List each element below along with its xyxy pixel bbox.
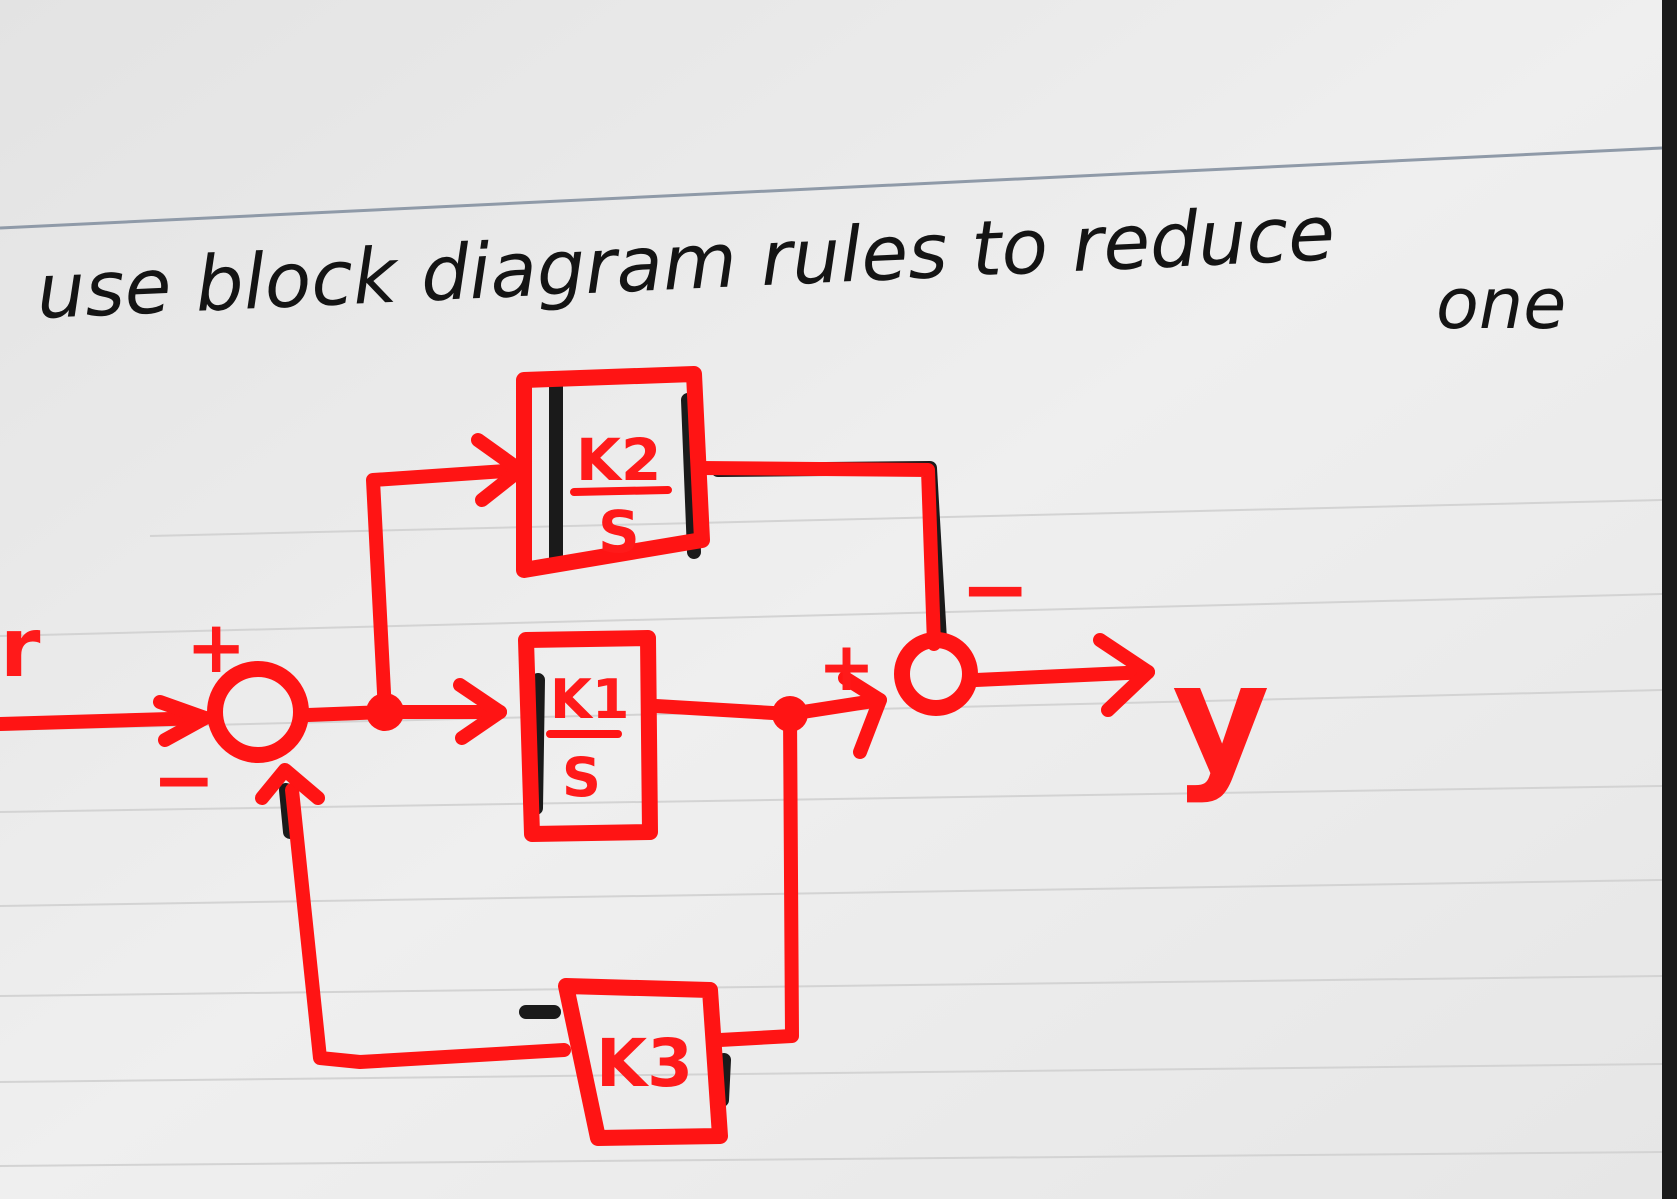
block-k3: K3 [558,978,728,1146]
k2-fraction-bar [570,486,672,496]
branch-point-1 [366,693,404,731]
k1-numerator: K1 [550,668,629,731]
instruction-line-2: one [1436,263,1566,345]
screen-bezel [1662,0,1677,1199]
output-label-y: y [1172,632,1270,806]
ruled-lines [0,499,1663,1167]
sum2-sign-plus: + [818,628,875,707]
block-k2: K2 S [516,366,710,578]
k3-label: K3 [596,1025,693,1102]
summing-junction-1 [207,661,309,763]
k2-denominator: S [598,498,640,566]
sum1-sign-plus: + [186,605,246,689]
sum2-sign-minus: − [960,540,1030,638]
input-label-r: r [0,601,41,696]
sum1-sign-minus: − [152,735,216,824]
k1-denominator: S [562,746,601,809]
block-k1: K1 S [518,630,658,842]
summing-junction-2 [894,632,978,716]
k2-numerator: K2 [576,426,661,494]
branch-point-2 [772,696,808,732]
header-divider [0,146,1663,230]
